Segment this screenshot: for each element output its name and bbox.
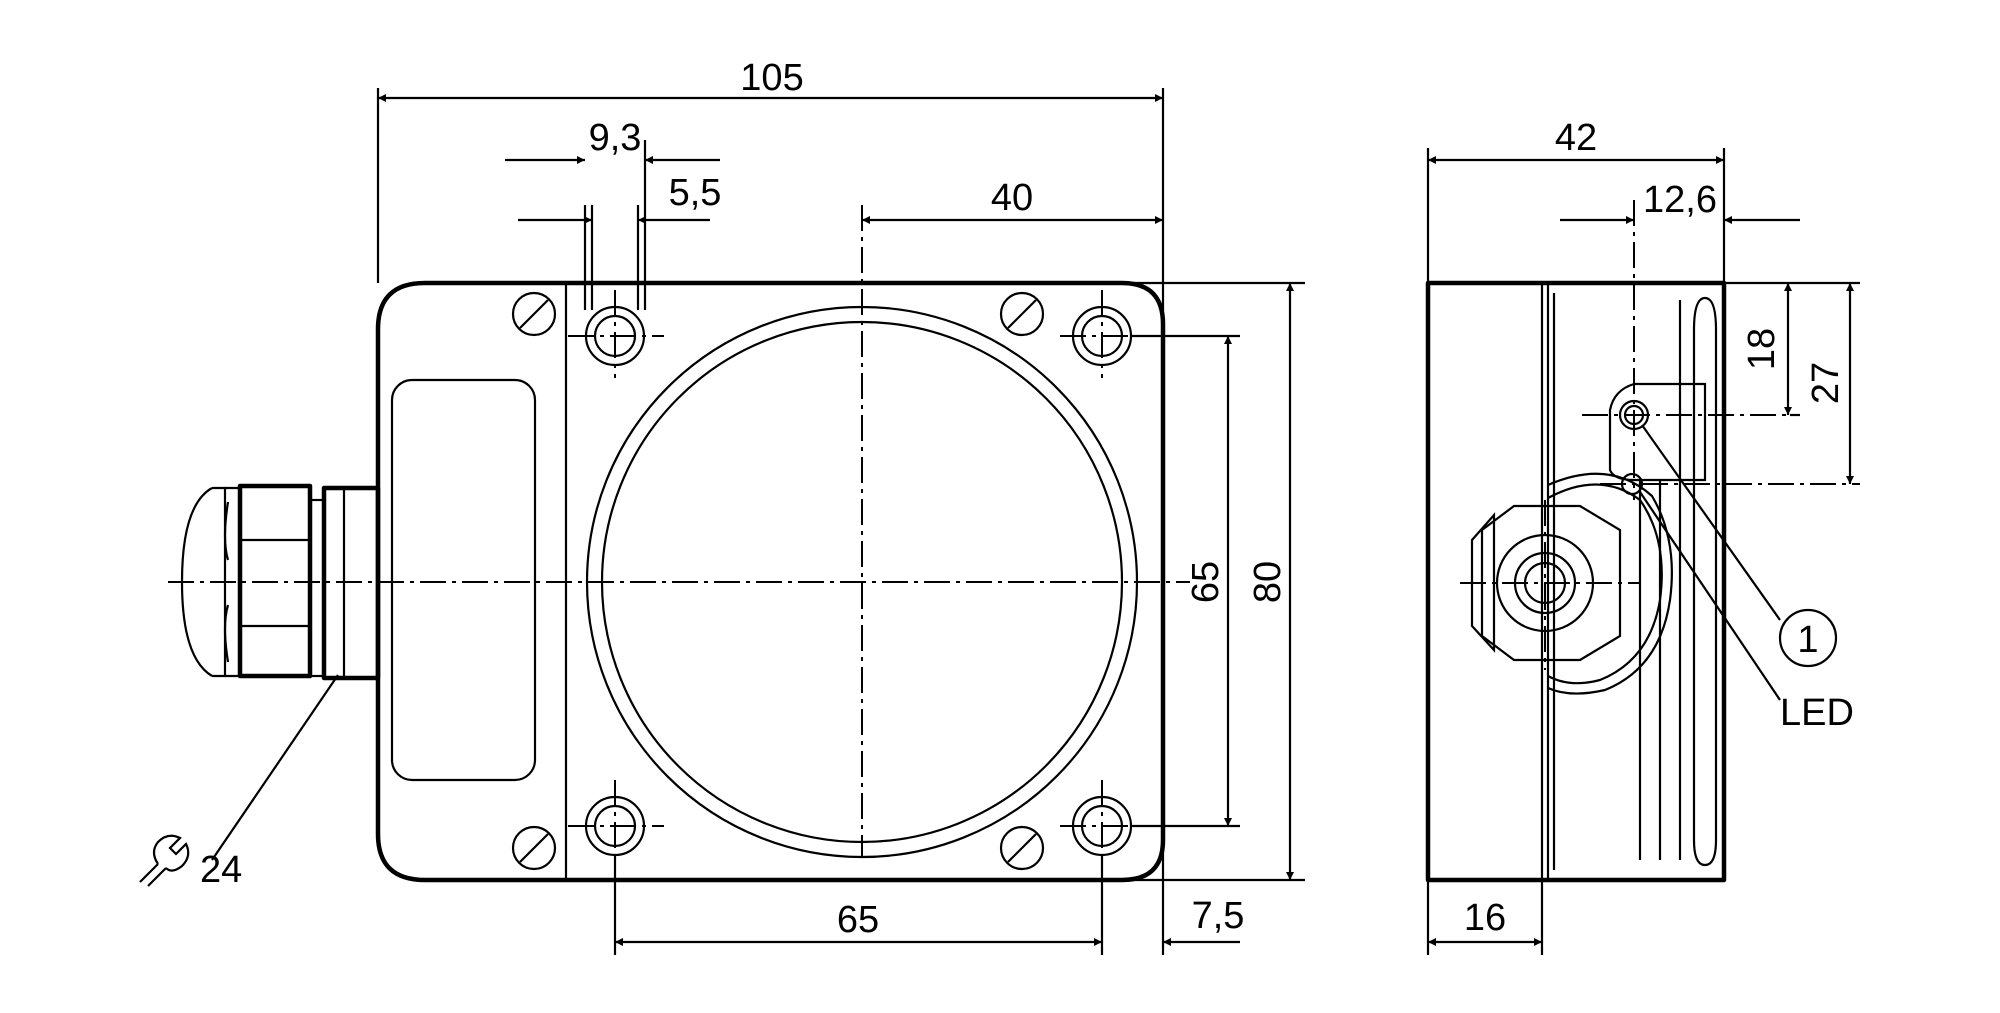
led-label: LED — [1780, 692, 1854, 734]
callout-1-circle — [1778, 608, 1838, 668]
dim-7-5: 7,5 — [1192, 895, 1245, 937]
screw-top-right — [999, 291, 1045, 337]
dim-40: 40 — [991, 177, 1033, 219]
dim-65-horizontal: 65 — [837, 899, 879, 941]
dim-105: 105 — [740, 57, 803, 99]
front-view: 105 9,3 5,5 40 65 80 65 7,5 24 — [139, 57, 1305, 955]
screw-bottom-right — [999, 825, 1045, 871]
wrench-icon — [139, 834, 190, 887]
dim-5-5: 5,5 — [669, 172, 722, 214]
side-cable-nut — [1470, 472, 1673, 695]
dim-18: 18 — [1741, 328, 1783, 370]
dim-42: 42 — [1555, 117, 1597, 159]
label-window — [390, 378, 537, 782]
dim-65-vertical: 65 — [1185, 561, 1227, 603]
dim-27: 27 — [1805, 362, 1847, 404]
dim-16: 16 — [1464, 897, 1506, 939]
dim-12-6: 12,6 — [1643, 179, 1717, 221]
callout-1-label: 1 — [1797, 619, 1818, 661]
screw-bottom-left — [511, 825, 557, 871]
screw-top-left — [511, 291, 557, 337]
housing-outline — [375, 280, 1166, 883]
wrench-size-label: 24 — [200, 849, 242, 891]
dim-80-vertical: 80 — [1247, 561, 1289, 603]
dim-9-3: 9,3 — [589, 117, 642, 159]
side-view: 42 12,6 18 27 16 1 LED — [1425, 117, 1860, 955]
